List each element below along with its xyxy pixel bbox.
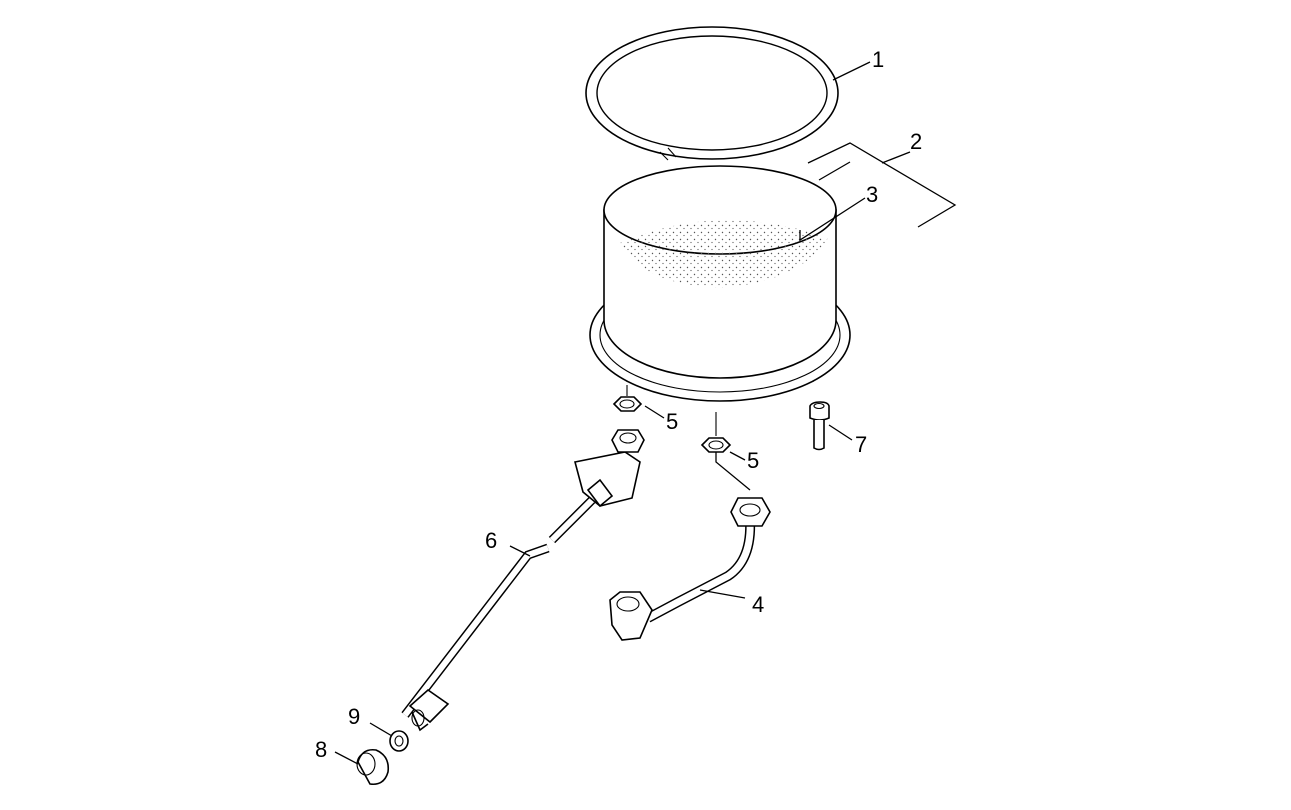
fitting-and-pipe-part-6 [401,429,645,732]
screw-part-7 [809,401,830,451]
washer-part-9 [389,730,409,752]
callout-6: 6 [485,528,497,553]
nut-part-5-left [612,385,643,412]
callout-1: 1 [872,47,884,72]
callout-2: 2 [910,129,922,154]
filter-mesh-part-3 [620,220,828,288]
callout-8: 8 [315,737,327,762]
cap-part-8 [356,748,390,786]
elbow-pipe-part-4 [609,497,771,641]
nut-part-5-right [700,412,732,453]
callout-5-right: 5 [747,448,759,473]
callout-3: 3 [866,182,878,207]
callout-5-left: 5 [666,409,678,434]
callout-7: 7 [855,432,867,457]
callout-labels: 1 2 3 5 5 7 6 4 9 8 [315,47,922,762]
callout-4: 4 [752,592,764,617]
leader-lines [334,61,957,765]
callout-9: 9 [348,704,360,729]
sealing-ring-part-1 [585,26,839,161]
